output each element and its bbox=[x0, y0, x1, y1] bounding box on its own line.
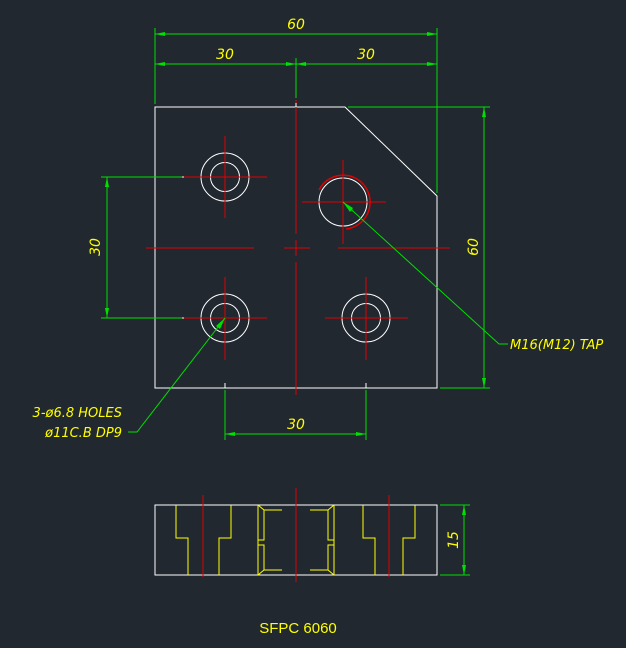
drawing-title: SFPC 6060 bbox=[259, 620, 337, 637]
dim-top-right-half: 30 bbox=[357, 47, 375, 63]
dimension-arrows bbox=[105, 32, 486, 575]
side-view bbox=[154, 488, 438, 582]
tapped-hole-top-right bbox=[302, 160, 386, 244]
side-centerlines bbox=[202, 488, 390, 582]
dim-left-vertical: 30 bbox=[88, 238, 104, 256]
dim-top-left-half: 30 bbox=[216, 47, 234, 63]
centerlines bbox=[146, 100, 450, 395]
plate-outline bbox=[154, 106, 438, 389]
leader-arrows bbox=[216, 202, 353, 329]
holes-note-line1: 3-ø6.8 HOLES bbox=[33, 406, 122, 421]
dim-right-vertical: 60 bbox=[466, 238, 482, 256]
counterbore-hole-bottom-right bbox=[325, 277, 408, 360]
top-view bbox=[146, 100, 450, 395]
counterbore-hole-top-left bbox=[183, 136, 267, 218]
notes: M16(M12) TAP 3-ø6.8 HOLES ø11C.B DP9 bbox=[33, 338, 604, 441]
dimension-labels: 60 30 30 30 30 60 15 bbox=[88, 17, 482, 549]
dim-side-height: 15 bbox=[446, 531, 462, 549]
leader-lines bbox=[128, 201, 508, 433]
dim-bottom-horizontal: 30 bbox=[287, 417, 305, 433]
outline-ticks bbox=[180, 103, 367, 388]
holes-note-line2: ø11C.B DP9 bbox=[44, 426, 122, 441]
tap-note: M16(M12) TAP bbox=[510, 338, 603, 353]
dimensions bbox=[101, 28, 490, 576]
dim-top-overall: 60 bbox=[287, 17, 305, 33]
